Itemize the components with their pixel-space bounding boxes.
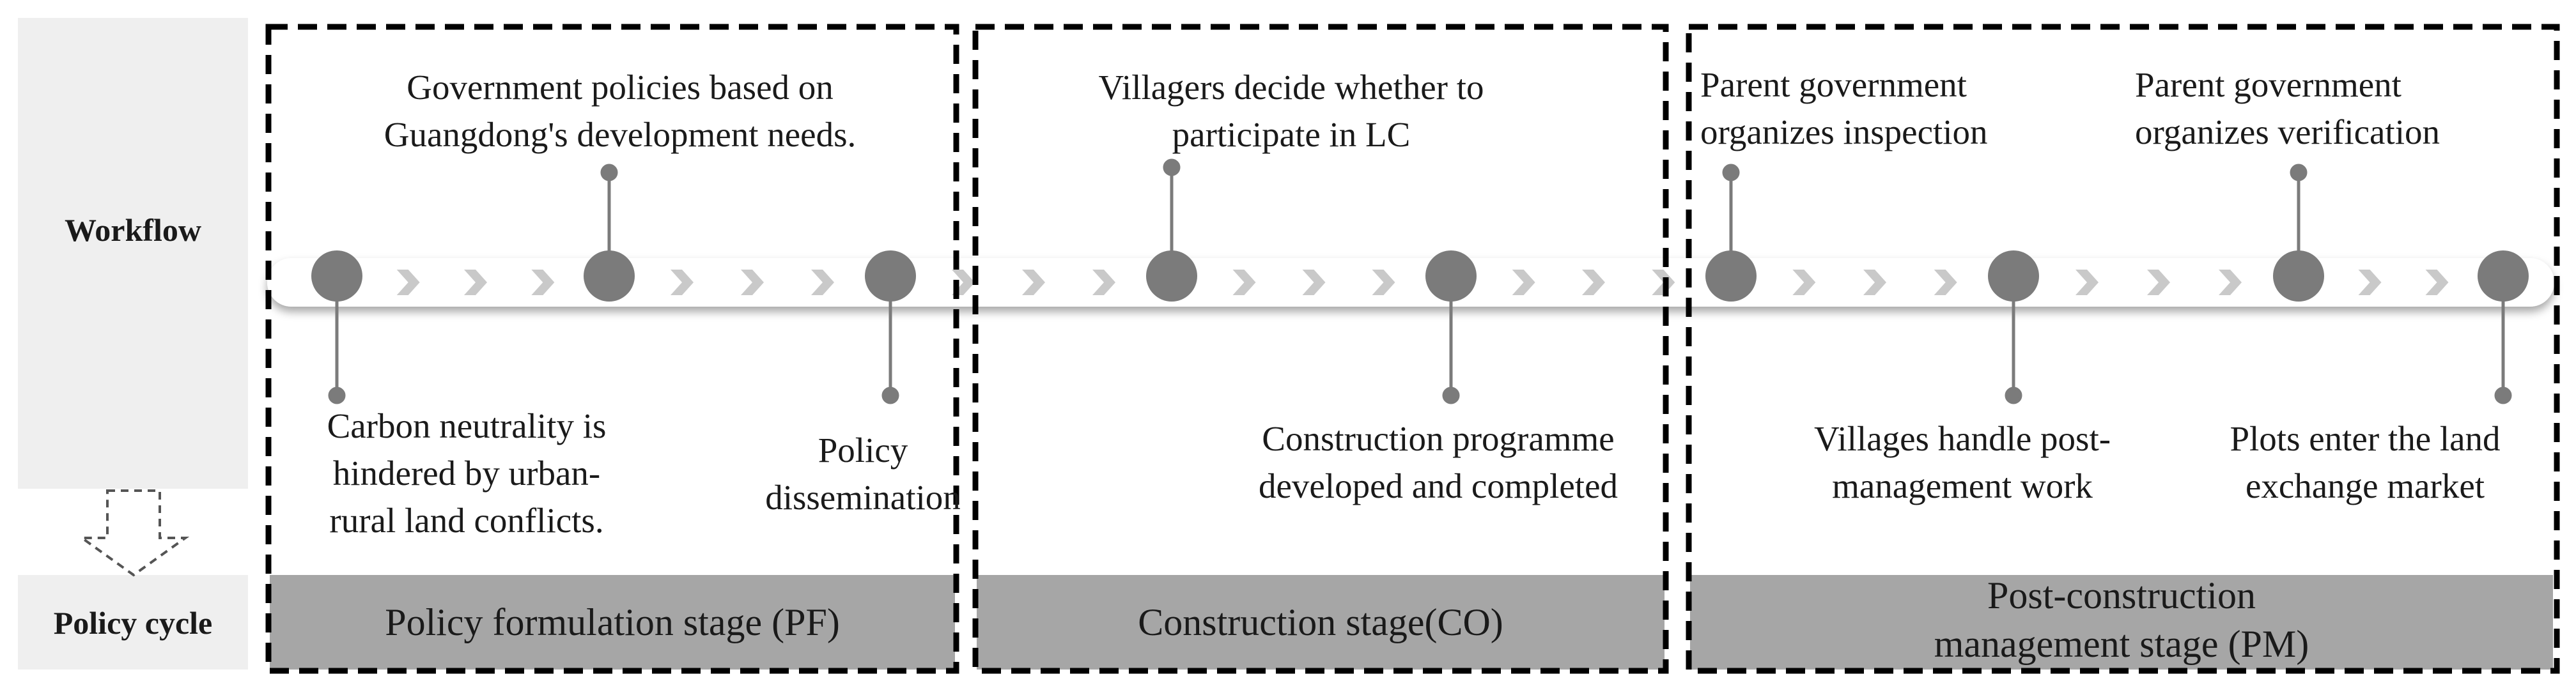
chevron-right-icon	[1863, 270, 1886, 295]
chevron-right-icon	[1934, 270, 1957, 295]
chevron-right-icon	[1302, 270, 1326, 295]
workflow-side-panel	[18, 18, 248, 489]
chevron-right-icon	[1022, 270, 1045, 295]
chevron-right-icon	[1792, 270, 1816, 295]
timeline-chevrons	[396, 270, 2449, 295]
stage-frame-pf	[265, 24, 959, 674]
chevron-right-icon	[2147, 270, 2170, 295]
chevron-right-icon	[2076, 270, 2099, 295]
timeline-node-6	[1705, 250, 1757, 302]
chevron-right-icon	[1232, 270, 1256, 295]
stage-bar-co	[977, 575, 1664, 670]
chevron-right-icon	[671, 270, 694, 295]
event-pm-bottom-left: Villages handle post-management work	[1813, 419, 2111, 505]
timeline-node-7	[1988, 250, 2039, 302]
workflow-label: Workflow	[65, 212, 201, 248]
timeline-node-9	[2478, 250, 2529, 302]
down-arrow-icon	[77, 489, 190, 577]
timeline-node-3	[865, 250, 916, 302]
stage-bar-pm	[1690, 575, 2553, 670]
chevron-right-icon	[1582, 270, 1605, 295]
stage-title-co: Construction stage(CO)	[1138, 601, 1503, 643]
chevron-right-icon	[1512, 270, 1535, 295]
timeline-band	[267, 258, 2554, 307]
chevron-right-icon	[2358, 270, 2382, 295]
chevron-right-icon	[464, 270, 487, 295]
chevron-right-icon	[1092, 270, 1115, 295]
stage-bar-pf	[270, 575, 955, 670]
timeline-stems	[328, 158, 2512, 404]
chevron-right-icon	[811, 270, 834, 295]
chevron-right-icon	[2425, 270, 2449, 295]
timeline-node-8	[2273, 250, 2324, 302]
chevron-right-icon	[2219, 270, 2242, 295]
stage-title-pf: Policy formulation stage (PF)	[385, 601, 840, 643]
timeline-node-2	[584, 250, 635, 302]
stage-frame-co	[972, 24, 1669, 674]
policy-cycle-label: Policy cycle	[53, 605, 213, 641]
chevron-right-icon	[741, 270, 764, 295]
chevron-right-icon	[1372, 270, 1395, 295]
chevron-right-icon	[531, 270, 555, 295]
policy-cycle-side-panel	[18, 575, 248, 670]
timeline-node-4	[1146, 250, 1197, 302]
timeline-node-5	[1425, 250, 1477, 302]
stage-frame-pm	[1686, 24, 2560, 674]
timeline-node-1	[311, 250, 362, 302]
chevron-right-icon	[396, 270, 420, 295]
